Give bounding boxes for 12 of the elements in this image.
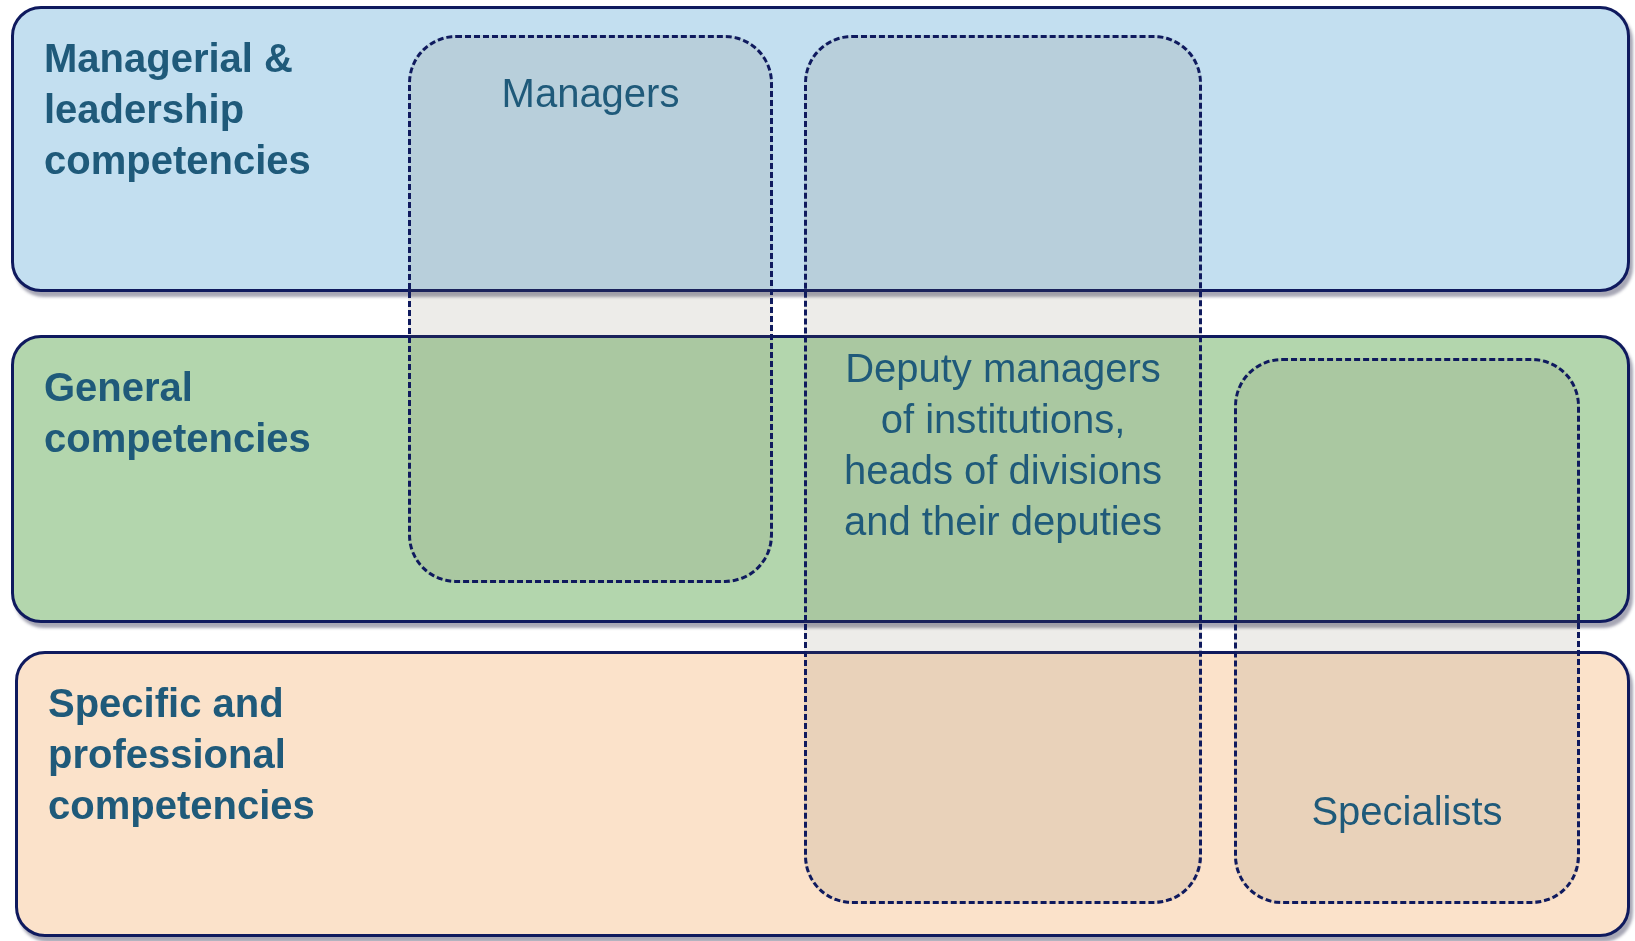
dashed-group-box <box>804 35 1202 904</box>
group-label: Specialists <box>1310 788 1504 835</box>
competency-band <box>15 651 1630 937</box>
group-label: Deputy managers of institutions, heads of divisions and their deputies <box>843 345 1163 545</box>
dashed-group-box <box>408 35 773 583</box>
band-title: Specific and professional competencies <box>48 680 316 829</box>
band-title: General competencies <box>44 364 312 462</box>
competency-band <box>11 335 1630 623</box>
dashed-group-box <box>1234 358 1580 904</box>
competency-band <box>11 6 1630 292</box>
band-title: Managerial & leadership competencies <box>44 35 312 184</box>
group-label: Managers <box>500 70 681 117</box>
